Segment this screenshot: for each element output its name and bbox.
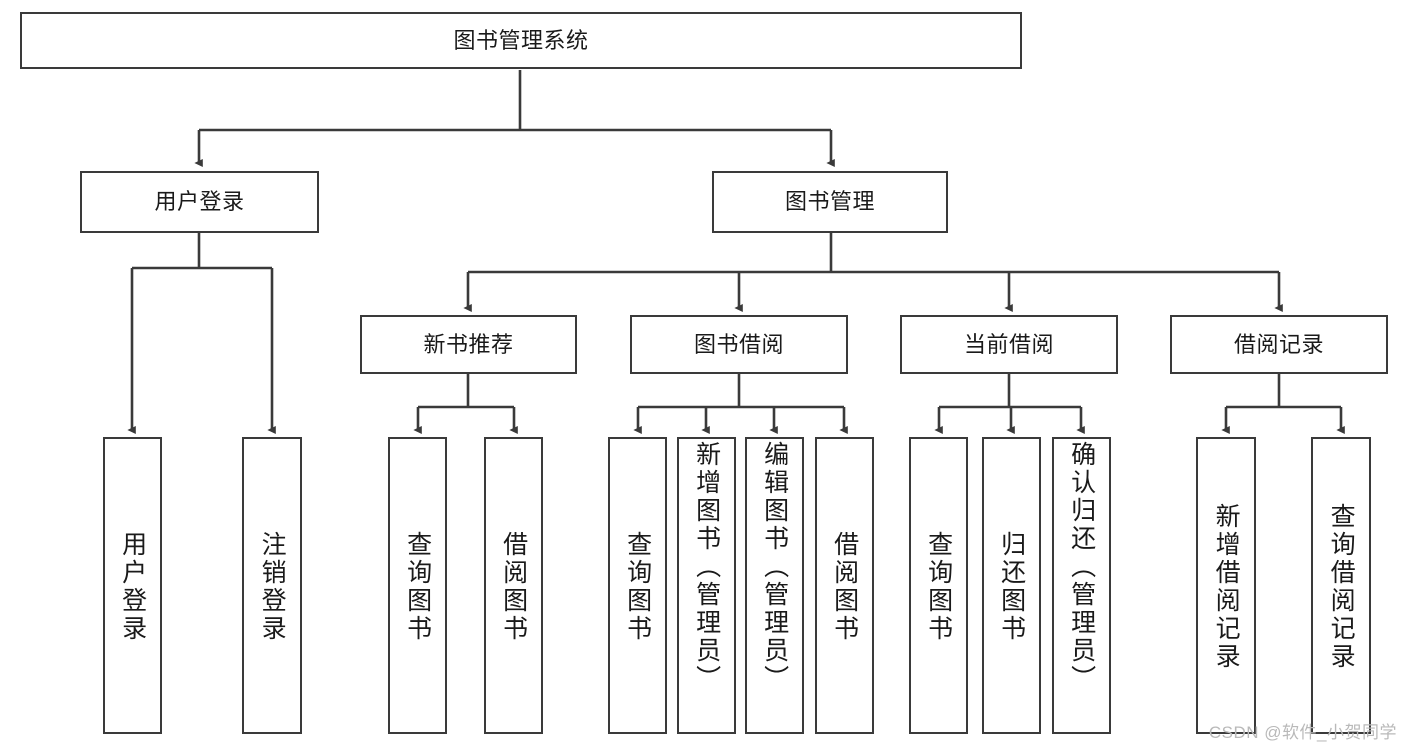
node-current-borrow-label: 当前借阅 xyxy=(963,331,1054,357)
node-leaf-add-book[interactable]: 新增图书（管理员） xyxy=(677,437,736,734)
node-leaf-borrow-book-1[interactable]: 借阅图书 xyxy=(484,437,543,734)
node-leaf-user-login-label: 用户登录 xyxy=(118,530,147,643)
node-leaf-query-record-label: 查询借阅记录 xyxy=(1327,502,1356,671)
node-leaf-edit-book[interactable]: 编辑图书（管理员） xyxy=(745,437,804,734)
node-leaf-query-book-2-label: 查询图书 xyxy=(623,530,652,643)
node-leaf-query-book-1-label: 查询图书 xyxy=(403,530,432,643)
node-borrow-record-label: 借阅记录 xyxy=(1233,331,1324,357)
node-leaf-edit-book-label: 编辑图书（管理员） xyxy=(760,441,789,693)
node-leaf-confirm-return-label: 确认归还（管理员） xyxy=(1067,441,1096,693)
node-borrow-record[interactable]: 借阅记录 xyxy=(1170,315,1388,374)
node-book-borrow-label: 图书借阅 xyxy=(693,331,784,357)
node-book-management[interactable]: 图书管理 xyxy=(712,171,948,233)
node-leaf-add-record-label: 新增借阅记录 xyxy=(1212,502,1241,671)
node-new-book-recommend-label: 新书推荐 xyxy=(423,331,514,357)
node-user-login-label: 用户登录 xyxy=(154,189,245,214)
node-leaf-query-book-3-label: 查询图书 xyxy=(924,530,953,643)
node-leaf-user-login[interactable]: 用户登录 xyxy=(103,437,162,734)
node-leaf-return-book[interactable]: 归还图书 xyxy=(982,437,1041,734)
node-leaf-query-book-3[interactable]: 查询图书 xyxy=(909,437,968,734)
node-leaf-logout-login[interactable]: 注销登录 xyxy=(242,437,302,734)
node-leaf-borrow-book-2[interactable]: 借阅图书 xyxy=(815,437,874,734)
node-book-management-label: 图书管理 xyxy=(784,189,875,214)
node-user-login[interactable]: 用户登录 xyxy=(80,171,319,233)
node-book-borrow[interactable]: 图书借阅 xyxy=(630,315,848,374)
node-leaf-query-book-2[interactable]: 查询图书 xyxy=(608,437,667,734)
node-leaf-add-book-label: 新增图书（管理员） xyxy=(692,441,721,693)
node-leaf-add-record[interactable]: 新增借阅记录 xyxy=(1196,437,1256,734)
node-leaf-query-book-1[interactable]: 查询图书 xyxy=(388,437,447,734)
node-leaf-logout-login-label: 注销登录 xyxy=(258,530,287,643)
node-new-book-recommend[interactable]: 新书推荐 xyxy=(360,315,577,374)
node-leaf-confirm-return[interactable]: 确认归还（管理员） xyxy=(1052,437,1111,734)
node-leaf-query-record[interactable]: 查询借阅记录 xyxy=(1311,437,1371,734)
node-leaf-borrow-book-1-label: 借阅图书 xyxy=(499,530,528,643)
node-current-borrow[interactable]: 当前借阅 xyxy=(900,315,1118,374)
node-leaf-borrow-book-2-label: 借阅图书 xyxy=(830,530,859,643)
node-root-label: 图书管理系统 xyxy=(453,27,589,53)
node-root[interactable]: 图书管理系统 xyxy=(20,12,1022,69)
node-leaf-return-book-label: 归还图书 xyxy=(997,530,1026,643)
